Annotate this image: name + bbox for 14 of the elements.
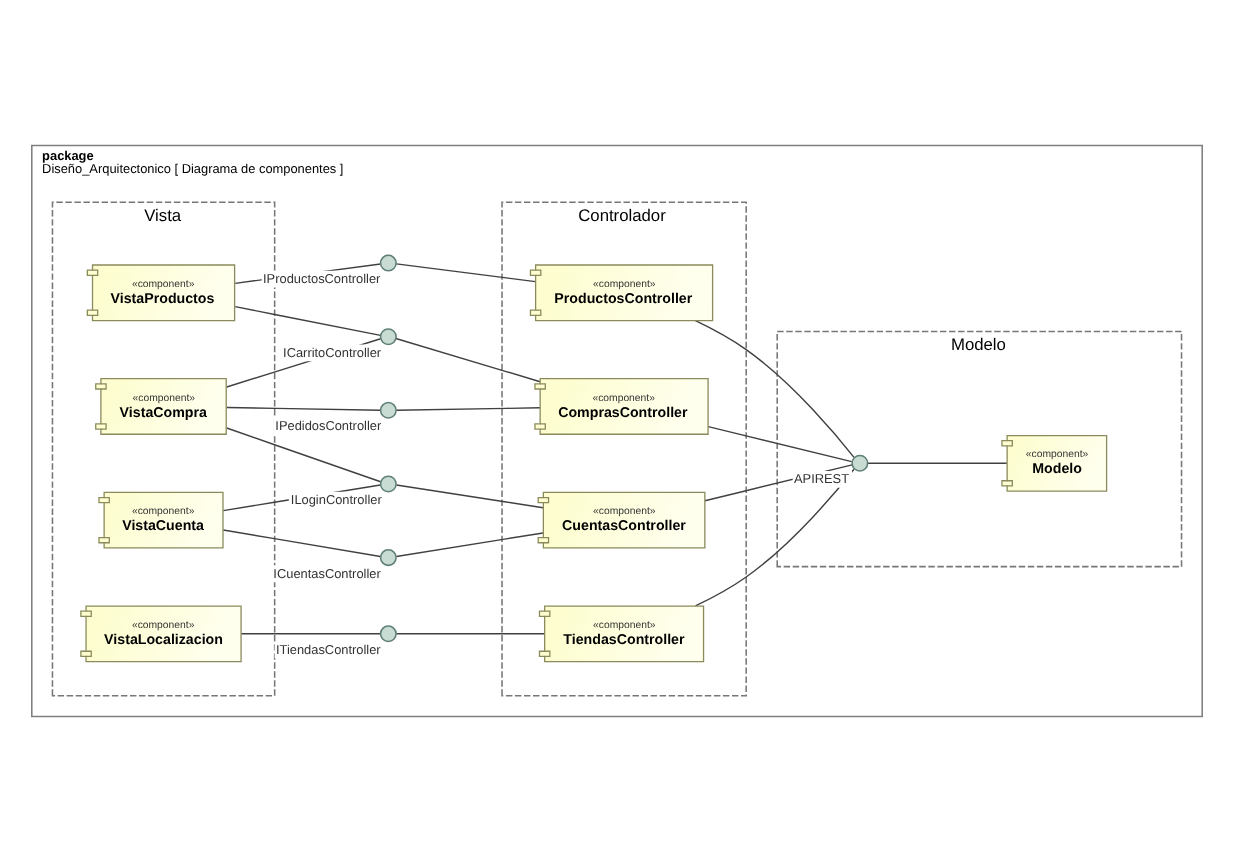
connector bbox=[395, 632, 545, 634]
connector bbox=[395, 483, 544, 508]
connector bbox=[707, 424, 853, 462]
connector bbox=[234, 304, 382, 336]
connector bbox=[395, 531, 544, 557]
connector bbox=[222, 528, 382, 557]
connector bbox=[240, 632, 382, 634]
connector bbox=[694, 318, 855, 458]
connector bbox=[226, 426, 382, 482]
connector bbox=[395, 406, 541, 410]
connector bbox=[395, 262, 537, 282]
connector bbox=[226, 405, 381, 410]
connector bbox=[395, 336, 541, 382]
connector bbox=[866, 461, 1008, 463]
